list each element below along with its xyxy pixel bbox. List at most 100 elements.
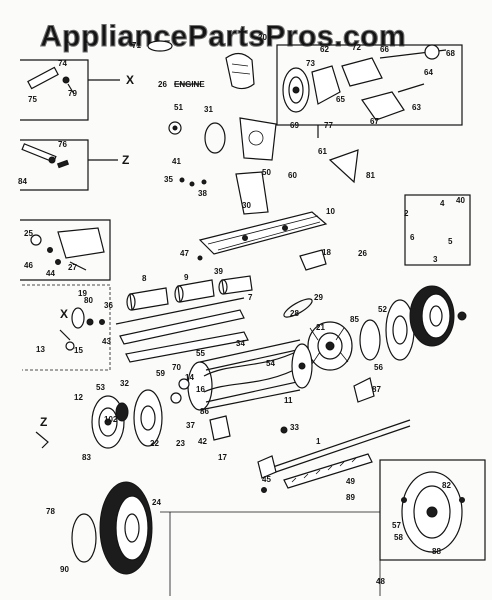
part-number-label: 64 (424, 68, 433, 77)
callout-letter: X (126, 73, 134, 87)
part-number-label: 25 (24, 229, 33, 238)
part-number-label: 73 (306, 59, 315, 68)
part-number-label: 81 (366, 171, 375, 180)
part-number-label: 34 (236, 339, 245, 348)
part-number-label: 63 (412, 103, 421, 112)
part-number-label: 8 (142, 274, 147, 283)
part-number-label: 59 (156, 369, 165, 378)
part-number-label: 57 (392, 521, 401, 530)
part-number-label: 90 (60, 565, 69, 574)
part-number-label: 74 (58, 59, 67, 68)
part-number-label: 88 (432, 547, 441, 556)
part-number-label: 55 (196, 349, 205, 358)
part-number-label: 66 (380, 45, 389, 54)
reel-assembly (178, 339, 313, 411)
part-number-label: 71 (132, 41, 141, 50)
small-hardware (168, 117, 359, 215)
part-number-label: 67 (370, 117, 379, 126)
watermark-text: AppliancePartsPros.com (40, 20, 406, 53)
part-number-label: 28 (290, 309, 299, 318)
part-number-label: 38 (198, 189, 207, 198)
part-number-label: 53 (96, 383, 105, 392)
part-number-label: 4 (440, 199, 445, 208)
engine-number: 26 (158, 80, 167, 89)
part-number-label: 13 (36, 345, 45, 354)
part-number-label: 45 (262, 475, 271, 484)
part-number-label: 16 (196, 385, 205, 394)
part-number-label: 68 (446, 49, 455, 58)
part-number-label: 41 (172, 157, 181, 166)
part-number-label: 49 (346, 477, 355, 486)
part-number-label: 69 (290, 121, 299, 130)
part-number-label: 3 (433, 255, 438, 264)
part-number-label: 82 (442, 481, 451, 490)
part-number-label: 24 (152, 498, 161, 507)
part-number-label: 48 (376, 577, 385, 586)
part-number-label: 22 (150, 439, 159, 448)
part-number-label: 18 (322, 248, 331, 257)
part-number-label: 42 (198, 437, 207, 446)
part-number-label: 84 (18, 177, 27, 186)
rear-tire (71, 481, 153, 575)
part-number-label: 86 (200, 407, 209, 416)
part-number-label: 9 (184, 273, 189, 282)
part-number-label: 61 (318, 147, 327, 156)
part-number-label: 72 (352, 43, 361, 52)
part-number-label: 30 (242, 201, 251, 210)
callout-letter: Z (122, 153, 129, 167)
right-wheel (359, 285, 467, 361)
part-number-label: 40 (456, 196, 465, 205)
part-number-label: 77 (324, 121, 333, 130)
part-number-label: 15 (74, 346, 83, 355)
part-number-label: 76 (58, 140, 67, 149)
part-number-label: 85 (350, 315, 359, 324)
part-number-label: 65 (336, 95, 345, 104)
part-number-label: 12 (74, 393, 83, 402)
part-number-label: 83 (82, 453, 91, 462)
part-number-label: 20 (258, 33, 267, 42)
part-number-label: 1 (316, 437, 321, 446)
part-number-label: 36 (104, 301, 113, 310)
part-number-label: 62 (320, 45, 329, 54)
part-number-label: 21 (316, 323, 325, 332)
engine-shroud (147, 40, 255, 90)
part-number-label: 52 (378, 305, 387, 314)
engine-label: ENGINE (174, 80, 205, 89)
callout-letter: Z (40, 415, 47, 429)
part-number-label: 27 (68, 263, 77, 272)
mower-deck (197, 211, 328, 271)
part-number-label: 29 (314, 293, 323, 302)
part-number-label: 37 (186, 421, 195, 430)
part-number-label: 35 (164, 175, 173, 184)
part-number-label: 32 (120, 379, 129, 388)
part-number-label: 46 (24, 261, 33, 270)
handle-bracket-parts (21, 66, 120, 169)
inset-frames (20, 44, 486, 596)
part-number-label: 70 (172, 363, 181, 372)
left-bracket (30, 227, 105, 271)
part-number-label: 102 (104, 415, 118, 424)
part-number-label: 31 (204, 105, 213, 114)
drive-shaft (257, 377, 411, 493)
part-number-label: 26 (358, 249, 367, 258)
rollers (115, 275, 253, 363)
part-number-label: 56 (374, 363, 383, 372)
part-number-label: 75 (28, 95, 37, 104)
part-number-label: 60 (288, 171, 297, 180)
part-number-label: 10 (326, 207, 335, 216)
part-number-label: 2 (404, 209, 409, 218)
part-number-label: 6 (410, 233, 415, 242)
part-number-label: 7 (248, 293, 253, 302)
part-number-label: 50 (262, 168, 271, 177)
part-number-label: 33 (290, 423, 299, 432)
part-number-label: 14 (185, 373, 194, 382)
part-number-label: 54 (266, 359, 275, 368)
part-number-label: 51 (174, 103, 183, 112)
part-number-label: 47 (180, 249, 189, 258)
drive-belt (283, 298, 353, 371)
part-number-label: 80 (84, 296, 93, 305)
